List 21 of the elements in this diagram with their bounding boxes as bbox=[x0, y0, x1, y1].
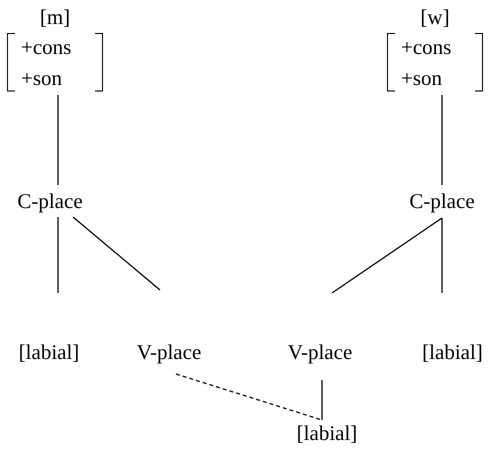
association-line bbox=[72, 216, 160, 290]
feature-value: +cons bbox=[401, 35, 452, 59]
association-line bbox=[332, 218, 442, 294]
association-line bbox=[57, 95, 59, 185]
feature-value: +son bbox=[21, 66, 62, 90]
feature-value: +son bbox=[401, 66, 442, 90]
segment-label: [m] bbox=[40, 5, 70, 29]
node-label: C-place bbox=[17, 189, 83, 213]
association-line bbox=[321, 380, 323, 420]
node-label: V-place bbox=[136, 340, 202, 364]
node-label: C-place bbox=[409, 189, 475, 213]
feature-value: +cons bbox=[21, 35, 72, 59]
node-label: [labial] bbox=[422, 340, 483, 364]
dashed-association-line bbox=[176, 373, 322, 421]
node-label: [labial] bbox=[18, 340, 80, 364]
association-line bbox=[57, 217, 59, 293]
node-label: V-place bbox=[288, 340, 352, 364]
node-label: [labial] bbox=[296, 421, 358, 445]
association-line bbox=[441, 218, 443, 293]
association-line bbox=[441, 95, 443, 185]
segment-label: [w] bbox=[420, 5, 450, 29]
